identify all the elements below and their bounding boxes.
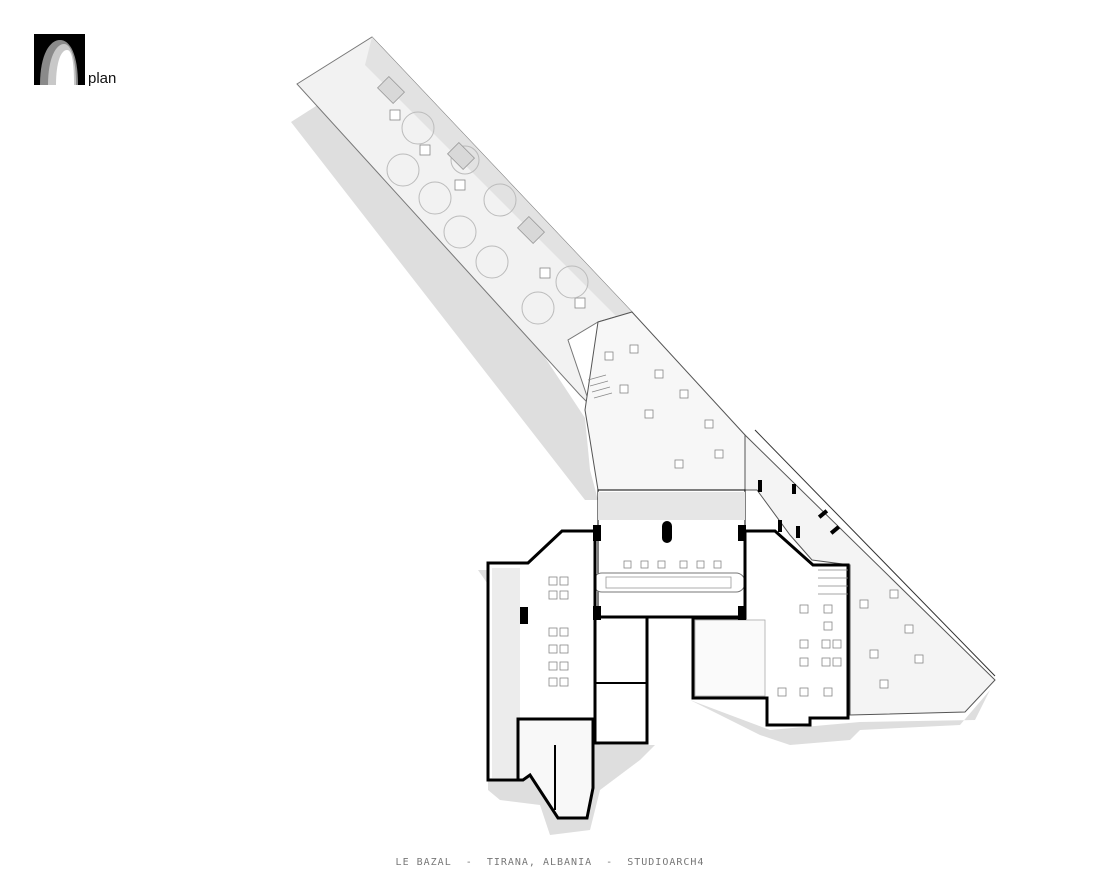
logo-label: plan	[88, 70, 117, 87]
upper-terrace-room	[584, 311, 746, 491]
stairs	[587, 374, 848, 595]
tables	[389, 109, 924, 697]
plan-caption: LE BAZAL - TIRANA, ALBANIA - STUDIOARCH4	[395, 857, 705, 868]
umbrellas	[386, 111, 589, 325]
right-terrace	[744, 433, 996, 716]
terrace-strip	[296, 36, 633, 406]
bar-shade	[598, 492, 745, 520]
terrace-strip-shade	[365, 37, 632, 318]
umbrella-canopies	[376, 75, 546, 245]
storage-room	[593, 615, 649, 745]
wall-pillars	[520, 480, 841, 624]
kitchen-area	[694, 619, 766, 697]
bar-counter	[592, 572, 746, 593]
logo-icon	[34, 34, 85, 85]
column	[662, 521, 672, 543]
